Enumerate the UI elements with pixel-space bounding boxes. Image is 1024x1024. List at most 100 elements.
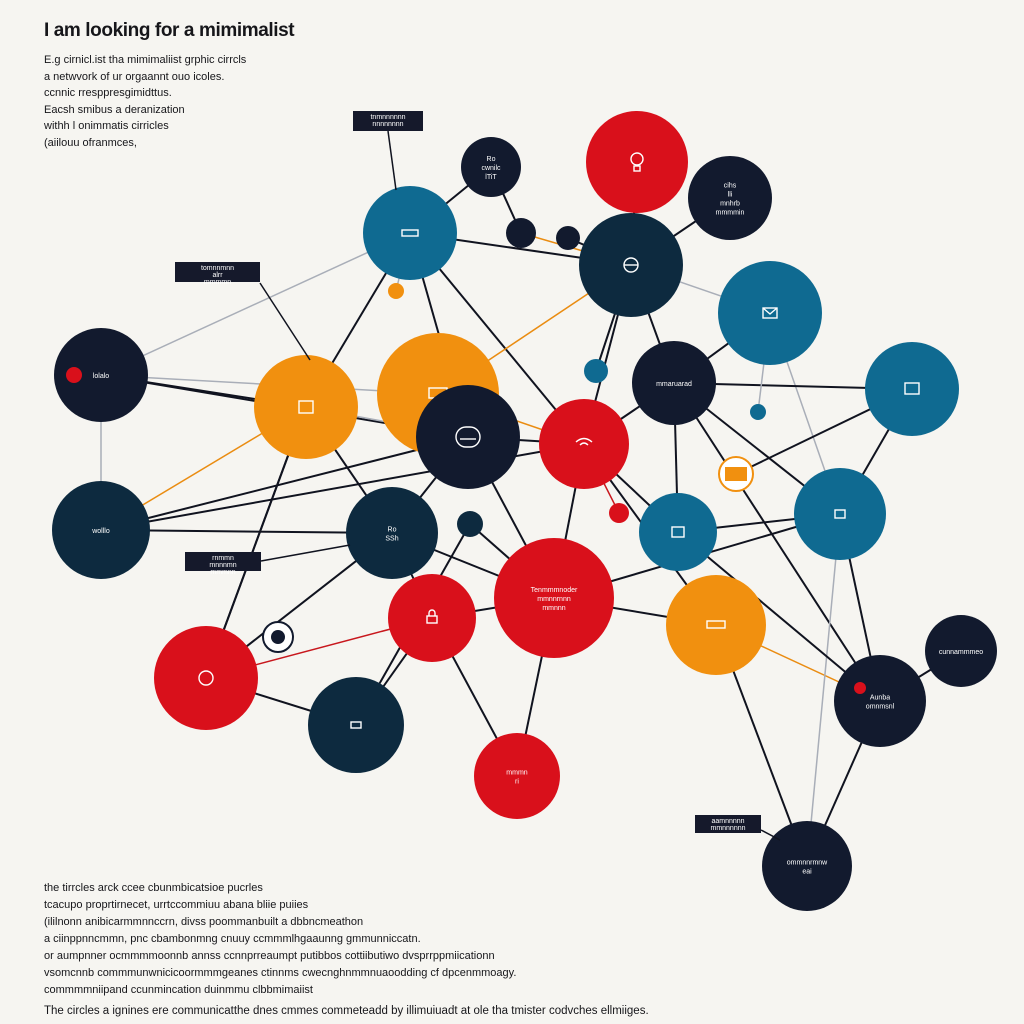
node-small-blue-3 — [457, 511, 483, 537]
node-black-center-big — [416, 385, 520, 489]
node-red-mid-left — [388, 574, 476, 662]
node-red-center — [539, 399, 629, 489]
connector-line — [806, 513, 841, 867]
footnote-line: or aumpnner ocmmmmoonnb annss ccnnprreau… — [44, 950, 495, 962]
node-small-black-1 — [506, 218, 536, 248]
connector-line — [100, 232, 411, 376]
node-navy-left-middle: wolllo — [52, 481, 150, 579]
footnote-paragraph: the tirrcles arck ccee cbunmbicatsioe pu… — [44, 880, 684, 1020]
node-small-red-1 — [609, 503, 629, 523]
node-circle — [52, 481, 150, 579]
card-icon — [671, 526, 685, 538]
node-orange-right — [666, 575, 766, 675]
footnote-line: a ciinppnncmmn, pnc cbambonmng cnuuy ccm… — [44, 933, 421, 945]
node-blue-top-left — [363, 186, 457, 280]
lock-icon — [426, 609, 438, 624]
leader-line — [760, 829, 781, 841]
node-black-left: lolalo — [54, 328, 148, 422]
node-circle — [586, 111, 688, 213]
intro-paragraph: E.g cirnicl.ist tha mimimaliist grphic c… — [44, 52, 344, 151]
node-circle — [762, 821, 852, 911]
person-icon — [271, 630, 285, 644]
tag-box — [175, 262, 260, 282]
node-circle — [794, 468, 886, 560]
mail-icon — [762, 307, 778, 319]
node-circle — [865, 342, 959, 436]
tag-box — [185, 552, 261, 571]
node-label: wolllo — [91, 528, 110, 535]
node-black-right-lower: cunnammmeo — [925, 615, 997, 687]
node-circle — [718, 261, 822, 365]
node-small-blue-1 — [584, 359, 608, 383]
node-blue-right — [794, 468, 886, 560]
connector-line — [100, 436, 469, 531]
tag-box — [695, 815, 761, 833]
battery-icon — [350, 721, 362, 729]
lightbulb-icon — [630, 152, 644, 172]
phone-icon — [455, 426, 481, 448]
tag-box — [353, 111, 423, 131]
leader-line — [387, 130, 397, 191]
red-dot — [66, 367, 82, 383]
node-blue-right-upper — [718, 261, 822, 365]
node-circle — [474, 733, 560, 819]
node-black-mid-right: mmaruarad — [632, 341, 716, 425]
node-circle — [539, 399, 629, 489]
footnote-line: commmmniipand ccunmincation duinmmu clbb… — [44, 984, 313, 996]
connector-line — [673, 382, 881, 702]
monitor-icon — [904, 382, 920, 395]
footnote-line: tcacupo proprtirnecet, urrtccommiuu aban… — [44, 899, 309, 911]
node-circle — [308, 677, 404, 773]
node-red-bottom-left — [154, 626, 258, 730]
leader-line — [260, 544, 351, 562]
node-circle — [494, 538, 614, 658]
intro-line: withh l onimmatis cirricles — [44, 120, 169, 132]
node-small-blue-2 — [750, 404, 766, 420]
footnote-line: the tirrcles arck ccee cbunmbicatsioe pu… — [44, 882, 263, 894]
node-circle — [363, 186, 457, 280]
dot-icon — [66, 367, 82, 383]
footnote-line: vsomcnnb commmunwnicicoormmmgeanes ctinn… — [44, 967, 517, 979]
node-circle — [834, 655, 926, 747]
node-circle — [54, 328, 148, 422]
node-circle — [416, 385, 520, 489]
node-navy-bottom — [308, 677, 404, 773]
wallet-icon — [834, 509, 846, 519]
node-small-orange-1 — [388, 283, 404, 299]
document-icon — [725, 467, 747, 481]
node-circle — [461, 137, 521, 197]
node-circle — [388, 574, 476, 662]
intro-line: ccnnic rresppresgimidttus. — [44, 87, 172, 99]
node-label: cunnammmeo — [939, 649, 983, 656]
bed-icon — [401, 229, 419, 237]
node-red-top — [586, 111, 688, 213]
intro-line: Eacsh smibus a deranization — [44, 103, 185, 116]
node-circle — [254, 355, 358, 459]
node-circle — [666, 575, 766, 675]
red-dot — [854, 682, 866, 694]
ring-icon — [198, 670, 214, 686]
wifi-icon — [575, 437, 593, 446]
node-blue-far-right — [865, 342, 959, 436]
intro-line: E.g cirnicl.ist tha mimimaliist grphic c… — [44, 54, 247, 66]
node-navy-center-top — [579, 213, 683, 317]
